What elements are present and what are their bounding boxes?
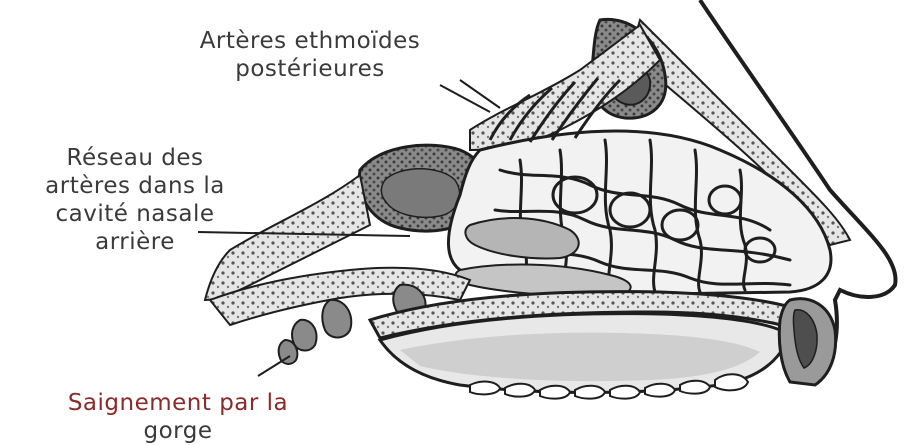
label-arterial-network: Réseau des artères dans la cavité nasale… <box>10 144 260 256</box>
label-posterior-ethmoid-arteries: Artères ethmoïdes postérieures <box>160 27 460 83</box>
leader-line-ethmoid-2 <box>460 80 500 108</box>
label-line: Saignement par la <box>18 389 338 417</box>
leader-line-ethmoid <box>440 85 490 112</box>
label-line: arrière <box>10 228 260 256</box>
label-line: cavité nasale <box>10 200 260 228</box>
label-throat-bleeding: Saignement par la gorge <box>18 389 338 445</box>
label-line: Artères ethmoïdes <box>160 27 460 55</box>
label-line: gorge <box>18 417 338 445</box>
label-line: postérieures <box>160 55 460 83</box>
label-line: artères dans la <box>10 172 260 200</box>
leader-line-bleeding <box>258 356 290 376</box>
label-line: Réseau des <box>10 144 260 172</box>
